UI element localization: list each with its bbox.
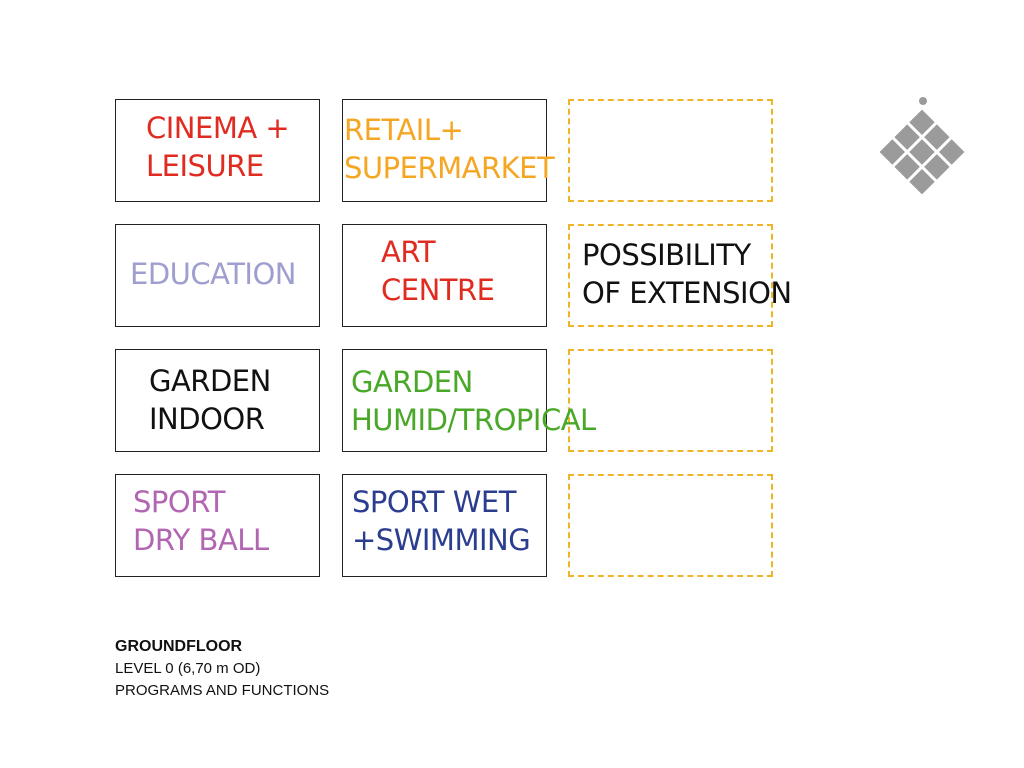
caption-title: GROUNDFLOOR [115, 638, 243, 655]
box-education [115, 224, 320, 327]
label-education-line1: EDUCATION [130, 257, 297, 291]
label-garden-indoor: GARDEN INDOOR [149, 362, 271, 438]
box-extension-3 [568, 349, 773, 452]
label-sport-wet: SPORT WET +SWIMMING [352, 483, 531, 559]
caption-block: GROUNDFLOOR LEVEL 0 (6,70 m OD) PROGRAMS… [115, 636, 329, 702]
label-cinema-leisure-line1: CINEMA + [146, 111, 290, 145]
label-retail-line1: RETAIL+ [344, 113, 464, 147]
label-sport-dry-line2: DRY BALL [133, 523, 269, 557]
label-cinema-leisure-line2: LEISURE [146, 149, 264, 183]
box-retail-supermarket [342, 99, 547, 202]
label-sport-dry: SPORT DRY BALL [133, 483, 269, 559]
label-education: EDUCATION [130, 255, 297, 293]
caption-level: LEVEL 0 (6,70 m OD) [115, 660, 261, 677]
box-garden-indoor [115, 349, 320, 452]
label-possibility-extension: POSSIBILITY OF EXTENSION [582, 236, 792, 312]
label-possibility-line2: OF EXTENSION [582, 276, 792, 310]
box-sport-wet [342, 474, 547, 577]
label-art-line1: ART [381, 235, 436, 269]
label-sport-wet-line2: +SWIMMING [352, 523, 531, 557]
label-cinema-leisure: CINEMA + LEISURE [146, 109, 290, 185]
box-extension-2 [568, 224, 773, 327]
label-sport-dry-line1: SPORT [133, 485, 225, 519]
label-garden-humid-line1: GARDEN [351, 365, 473, 399]
label-sport-wet-line1: SPORT WET [352, 485, 516, 519]
caption-subtitle: PROGRAMS AND FUNCTIONS [115, 682, 330, 699]
box-extension-1 [568, 99, 773, 202]
label-art-centre: ART CENTRE [381, 233, 495, 309]
box-cinema-leisure [115, 99, 320, 202]
logo-icon [879, 97, 965, 195]
label-possibility-line1: POSSIBILITY [582, 238, 751, 272]
label-art-line2: CENTRE [381, 273, 495, 307]
box-garden-humid [342, 349, 547, 452]
box-extension-4 [568, 474, 773, 577]
box-art-centre [342, 224, 547, 327]
box-sport-dry [115, 474, 320, 577]
label-retail-line2: SUPERMARKET [344, 151, 555, 185]
label-retail-supermarket: RETAIL+ SUPERMARKET [344, 111, 555, 187]
label-garden-humid: GARDEN HUMID/TROPICAL [351, 363, 596, 439]
label-garden-indoor-line2: INDOOR [149, 402, 265, 436]
label-garden-indoor-line1: GARDEN [149, 364, 271, 398]
label-garden-humid-line2: HUMID/TROPICAL [351, 403, 596, 437]
